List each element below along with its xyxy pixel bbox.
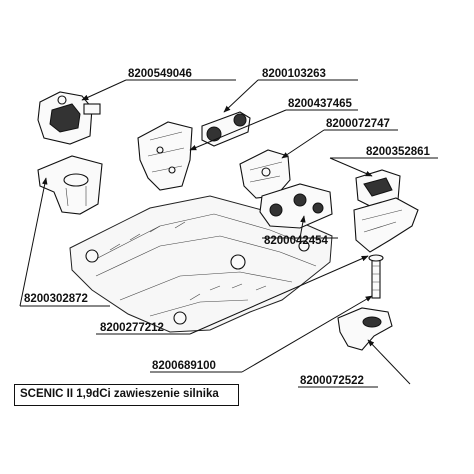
subframe-drawing (69, 195, 333, 333)
mount-stud (368, 254, 384, 299)
engine-mount-upper-left (37, 91, 101, 145)
engine-mount-lower-bracket (337, 307, 393, 351)
engine-mount-bracket-right (239, 149, 291, 199)
part-number-label: 8200072747 (326, 118, 390, 130)
engine-mount-twin (259, 183, 333, 229)
engine-mount-bracket-lower-left (37, 155, 103, 215)
part-number-label: 8200689100 (152, 360, 216, 372)
part-number-labels: 8200549046 8200103263 8200437465 8200072… (24, 68, 431, 387)
part-number-label: 8200549046 (128, 68, 192, 80)
part-number-label: 8200437465 (288, 98, 353, 110)
part-number-label: 8200302872 (24, 293, 88, 305)
part-number-label: 8200072522 (300, 375, 364, 387)
engine-mount-bracket-center (137, 121, 193, 191)
part-number-label: 8200352861 (366, 146, 431, 158)
part-number-label: 8200103263 (262, 68, 326, 80)
part-number-label: 8200277212 (100, 322, 164, 334)
leader-lines (19, 79, 438, 388)
caption-text: SCENIC II 1,9dCi zawieszenie silnika (20, 388, 219, 400)
torque-rod (201, 111, 251, 147)
caption-box: SCENIC II 1,9dCi zawieszenie silnika (14, 384, 239, 406)
part-number-label: 8200042454 (264, 235, 329, 247)
engine-mount-right (353, 169, 419, 253)
